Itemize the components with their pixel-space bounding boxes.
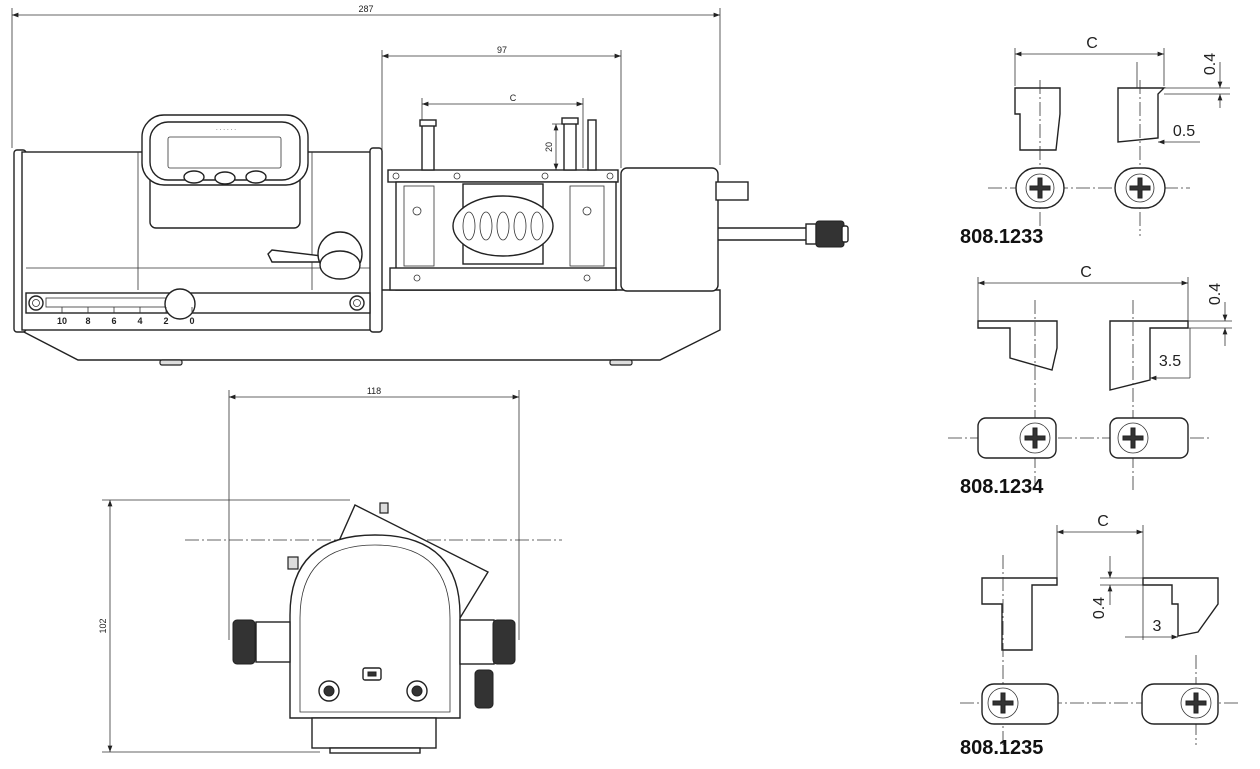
scale-label-2: 2 <box>163 316 168 326</box>
jaw3-dim-c: C <box>1097 513 1109 530</box>
dim-end-height: 102 <box>98 618 108 633</box>
scale-label-4: 4 <box>137 316 142 326</box>
jaw-detail-808-1235: C 0.4 3 808.1235 <box>960 513 1240 759</box>
jaw1-code: 808.1233 <box>960 226 1043 248</box>
jaw-detail-808-1233: C 0.4 0.5 808.1233 <box>960 35 1230 248</box>
dim-table-length: 97 <box>497 45 507 55</box>
dim-c: C <box>510 93 517 103</box>
dim-end-width: 118 <box>367 386 381 396</box>
scale-label-8: 8 <box>85 316 90 326</box>
jaw1-dim-c: C <box>1086 35 1098 52</box>
end-view: 118 102 <box>98 386 562 754</box>
jaw2-code: 808.1234 <box>960 476 1044 498</box>
dim-overall-length: 287 <box>358 4 373 14</box>
jaw3-code: 808.1235 <box>960 737 1043 759</box>
scale-label-0: 0 <box>189 316 194 326</box>
jaw2-dim-depth: 3.5 <box>1159 353 1181 370</box>
jaw2-dim-gap: 0.4 <box>1207 283 1224 305</box>
jaw1-dim-depth: 0.5 <box>1173 123 1195 140</box>
jaw3-dim-gap: 0.4 <box>1091 597 1108 619</box>
main-side-view: 287 97 C 20 · · · · · · <box>11 4 849 366</box>
svg-text:· · · · · ·: · · · · · · <box>216 127 236 133</box>
scale-label-10: 10 <box>57 316 67 326</box>
jaw2-dim-c: C <box>1080 264 1092 281</box>
jaw1-dim-gap: 0.4 <box>1202 53 1219 75</box>
jaw3-dim-depth: 3 <box>1153 618 1162 635</box>
dim-height-20: 20 <box>544 142 554 152</box>
scale-label-6: 6 <box>111 316 116 326</box>
scale-ticks <box>61 307 193 313</box>
jaw-detail-808-1234: C 0.4 3.5 808.1234 <box>948 264 1232 498</box>
